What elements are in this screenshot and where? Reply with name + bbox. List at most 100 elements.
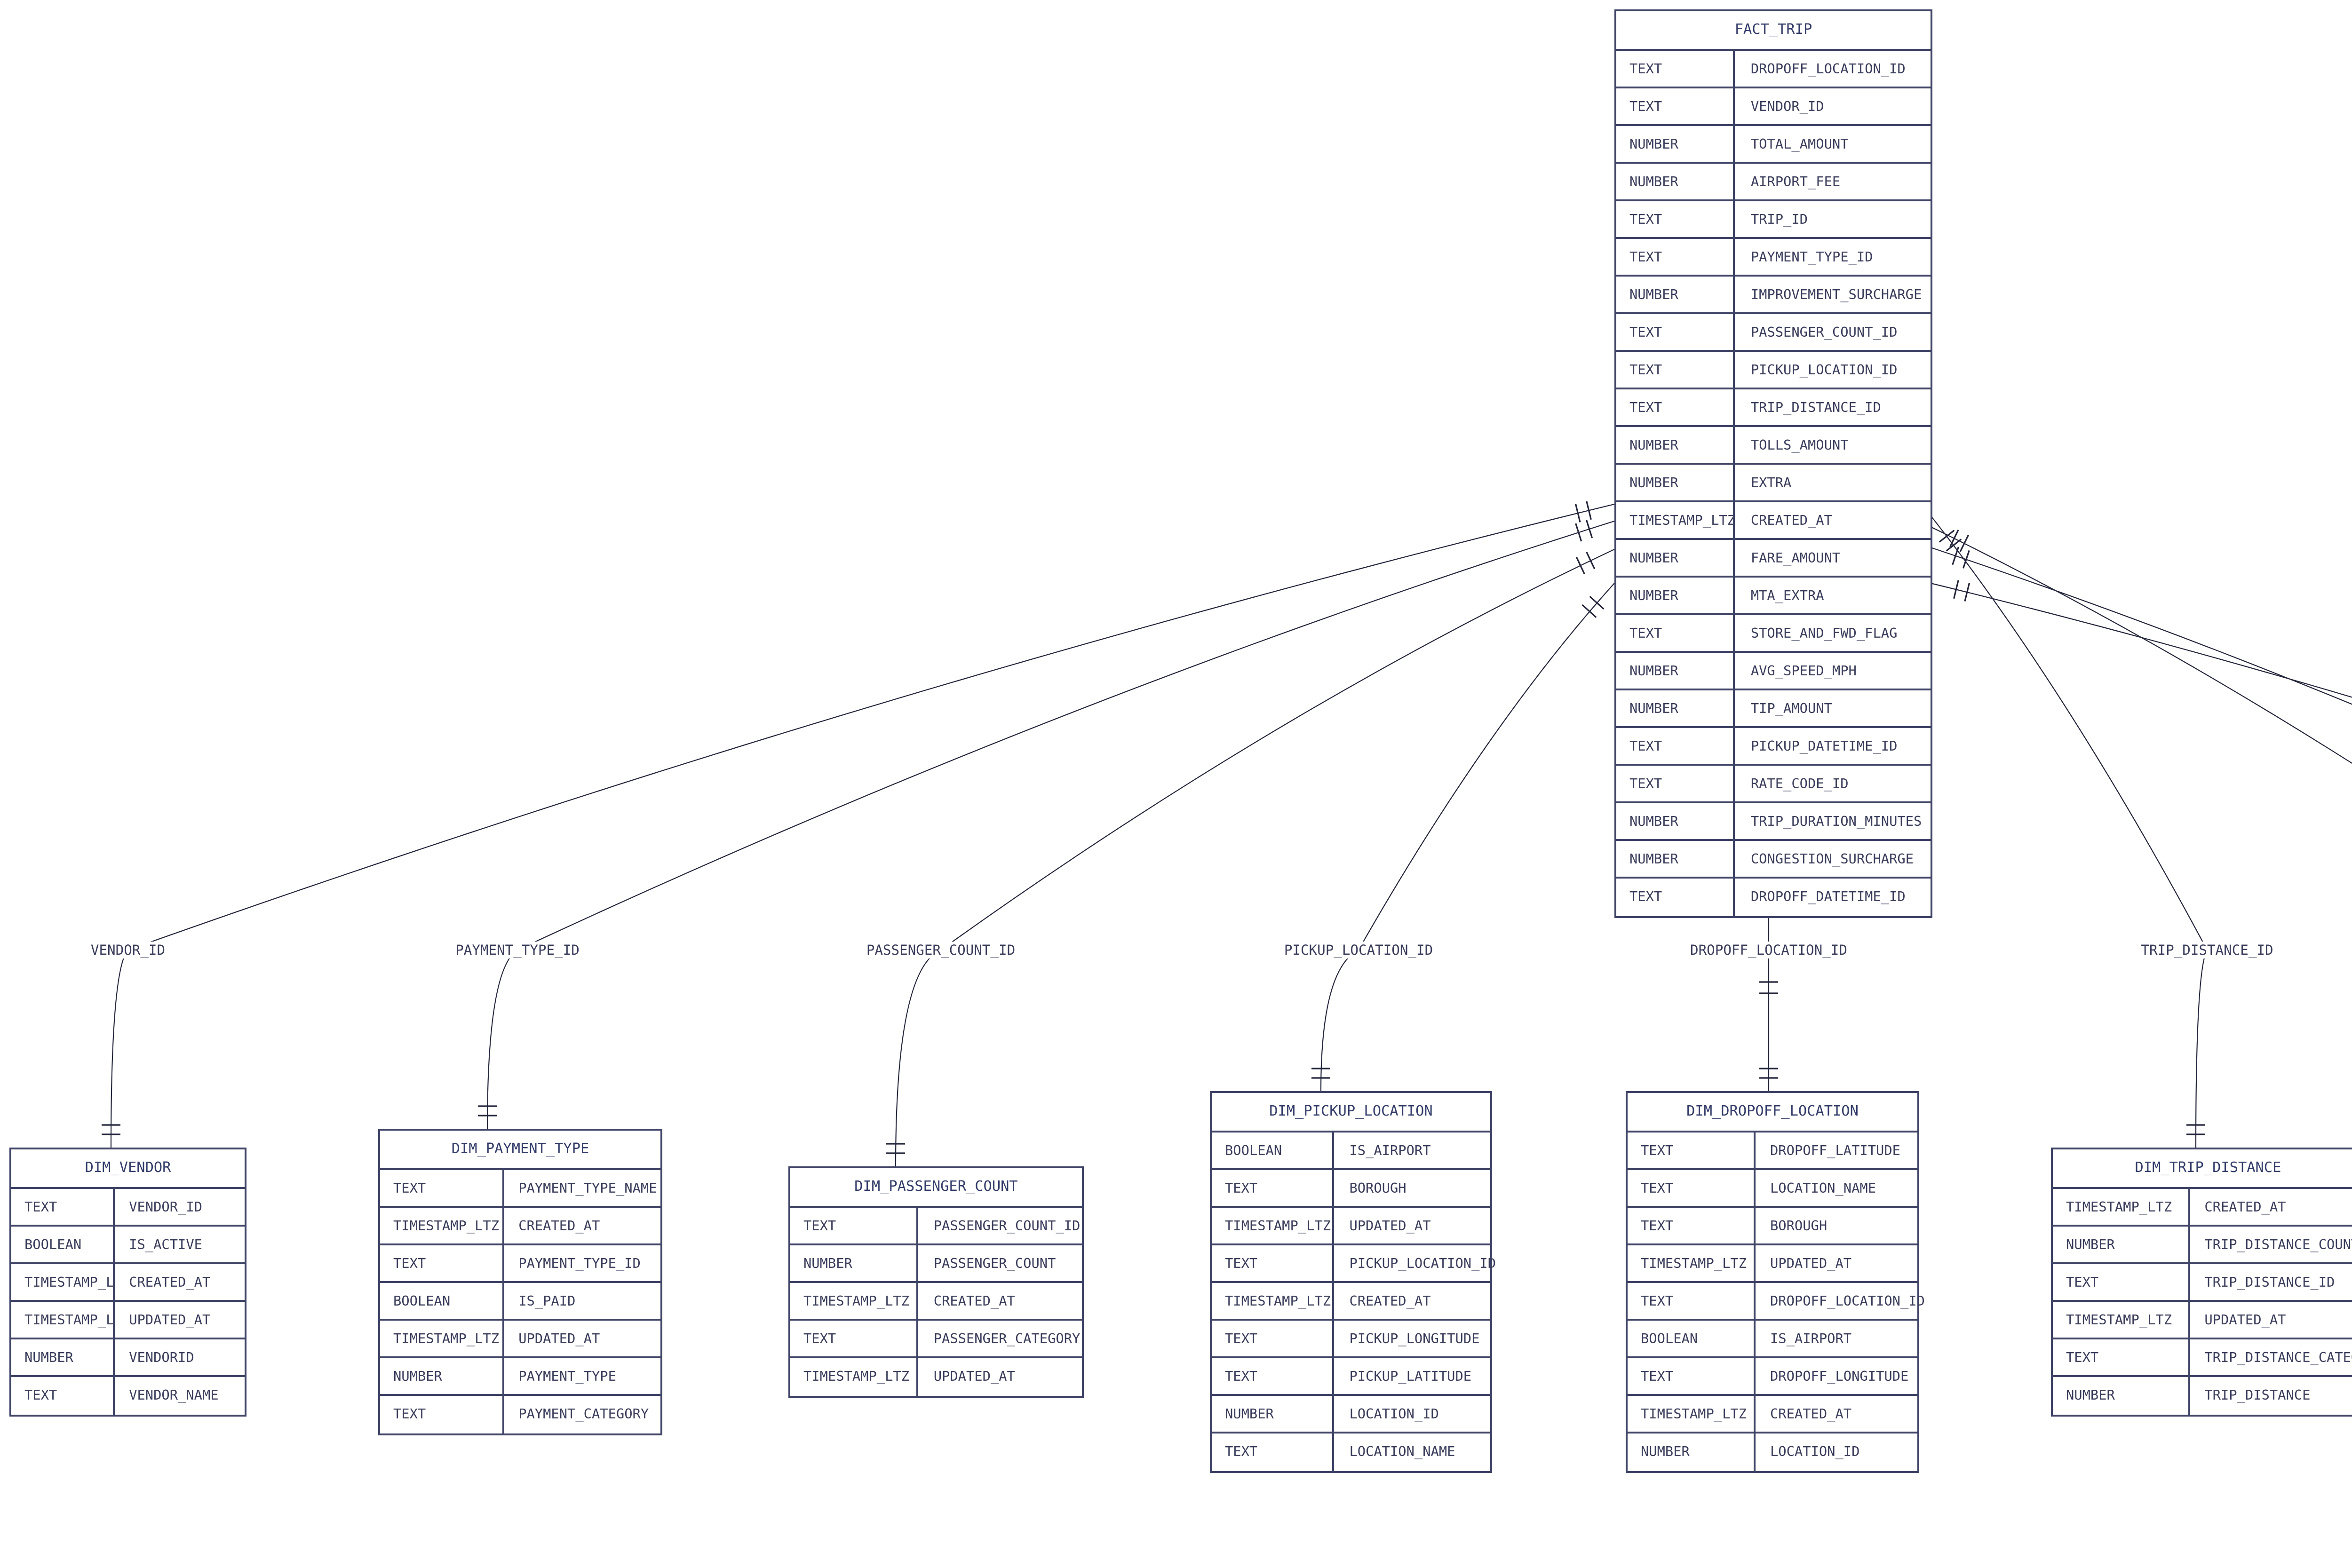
field-type-cell: TEXT <box>1616 389 1736 425</box>
field-type-cell: TIMESTAMP_LTZ <box>2053 1189 2190 1225</box>
field-name-cell: DROPOFF_LONGITUDE <box>1770 1368 1909 1385</box>
field-name-cell: UPDATED_AT <box>518 1330 600 1347</box>
field-name-cell: IS_AIRPORT <box>1349 1142 1431 1159</box>
field-name-cell: PASSENGER_CATEGORY <box>933 1330 1081 1347</box>
field-name-cell: VENDOR_ID <box>1750 98 1824 115</box>
field-type-cell: NUMBER <box>1628 1433 1755 1471</box>
field-type-cell: TEXT <box>1628 1283 1755 1319</box>
field-row: TIMESTAMP_LTZ UPDATED_AT <box>1628 1245 1917 1283</box>
field-type-cell: TEXT <box>2053 1264 2190 1300</box>
field-name-cell: PAYMENT_CATEGORY <box>518 1405 649 1422</box>
relationship-line <box>1963 550 1970 569</box>
field-type-cell: TEXT <box>380 1245 504 1281</box>
field-type-cell: TEXT <box>380 1396 504 1433</box>
field-name-cell: DROPOFF_DATETIME_ID <box>1750 888 1906 905</box>
field-name-cell: IMPROVEMENT_SURCHARGE <box>1750 286 1922 303</box>
relationship-line <box>1953 580 1959 599</box>
field-type-cell: TEXT <box>1212 1358 1335 1394</box>
field-name-cell: STORE_AND_FWD_FLAG <box>1750 625 1898 641</box>
field-name-cell: TRIP_DISTANCE <box>2204 1386 2311 1403</box>
field-type-cell: NUMBER <box>1616 540 1736 576</box>
field-name-cell: VENDOR_ID <box>129 1198 202 1215</box>
field-type-cell: TEXT <box>1628 1208 1755 1243</box>
field-name-cell: IS_PAID <box>518 1292 576 1309</box>
relationship-label-payment-type-id: PAYMENT_TYPE_ID <box>450 942 585 958</box>
field-name-cell: CREATED_AT <box>2204 1198 2286 1215</box>
field-type-cell: TEXT <box>1628 1132 1755 1168</box>
table-title: DIM_PICKUP_LOCATION <box>1212 1093 1490 1132</box>
field-type-cell: TEXT <box>1616 879 1736 916</box>
field-name-cell: PAYMENT_TYPE_ID <box>518 1255 641 1272</box>
table-fact-trip[interactable]: FACT_TRIP TEXT DROPOFF_LOCATION_ID TEXT VEND… <box>1614 9 1932 918</box>
field-name-cell: DROPOFF_LOCATION_ID <box>1750 60 1906 77</box>
table-title: FACT_TRIP <box>1616 11 1931 51</box>
field-type-cell: TEXT <box>1616 239 1736 275</box>
field-name-cell: BOROUGH <box>1349 1180 1406 1196</box>
field-name-cell: UPDATED_AT <box>129 1311 211 1328</box>
field-row: TEXT PAYMENT_TYPE_ID <box>380 1245 660 1283</box>
relationship-label-vendor-id: VENDOR_ID <box>85 942 171 958</box>
field-type-cell: NUMBER <box>1616 126 1736 162</box>
relationship-label-dropoff-location-id: DROPOFF_LOCATION_ID <box>1685 942 1853 958</box>
relationship-line <box>1574 504 1581 523</box>
field-type-cell: TIMESTAMP_LTZ <box>2053 1302 2190 1338</box>
field-name-cell: EXTRA <box>1750 474 1792 491</box>
relationship-line <box>1959 534 1970 552</box>
relationship-line <box>1949 529 1959 547</box>
field-type-cell: TIMESTAMP_LTZ <box>1628 1245 1755 1281</box>
field-name-cell: CREATED_AT <box>1750 512 1832 529</box>
field-type-cell: TIMESTAMP_LTZ <box>1212 1283 1335 1319</box>
field-type-cell: TEXT <box>1628 1170 1755 1206</box>
field-row: TEXT DROPOFF_LOCATION_ID <box>1628 1283 1925 1321</box>
relationship-line <box>486 520 1615 1129</box>
field-type-cell: TIMESTAMP_LTZ <box>380 1321 504 1356</box>
relationship-line <box>1575 556 1585 574</box>
field-name-cell: CREATED_AT <box>1770 1405 1852 1422</box>
field-row: TIMESTAMP_LTZ CREATED_AT <box>2053 1189 2352 1227</box>
field-name-cell: UPDATED_AT <box>1770 1255 1852 1272</box>
field-type-cell: NUMBER <box>11 1339 114 1375</box>
relationship-line <box>1964 583 1971 602</box>
field-type-cell: TEXT <box>1616 201 1736 237</box>
field-type-cell: NUMBER <box>1616 427 1736 463</box>
field-type-cell: TEXT <box>1212 1433 1335 1471</box>
field-type-cell: TEXT <box>1616 352 1736 388</box>
field-type-cell: TEXT <box>2053 1339 2190 1375</box>
field-name-cell: PICKUP_LOCATION_ID <box>1349 1255 1496 1272</box>
field-type-cell: NUMBER <box>2053 1377 2190 1415</box>
field-name-cell: LOCATION_NAME <box>1349 1443 1455 1460</box>
field-name-cell: AIRPORT_FEE <box>1750 173 1841 190</box>
relationship-line <box>1586 520 1593 539</box>
field-type-cell: TEXT <box>380 1170 504 1206</box>
field-name-cell: DROPOFF_LOCATION_ID <box>1770 1292 1925 1309</box>
